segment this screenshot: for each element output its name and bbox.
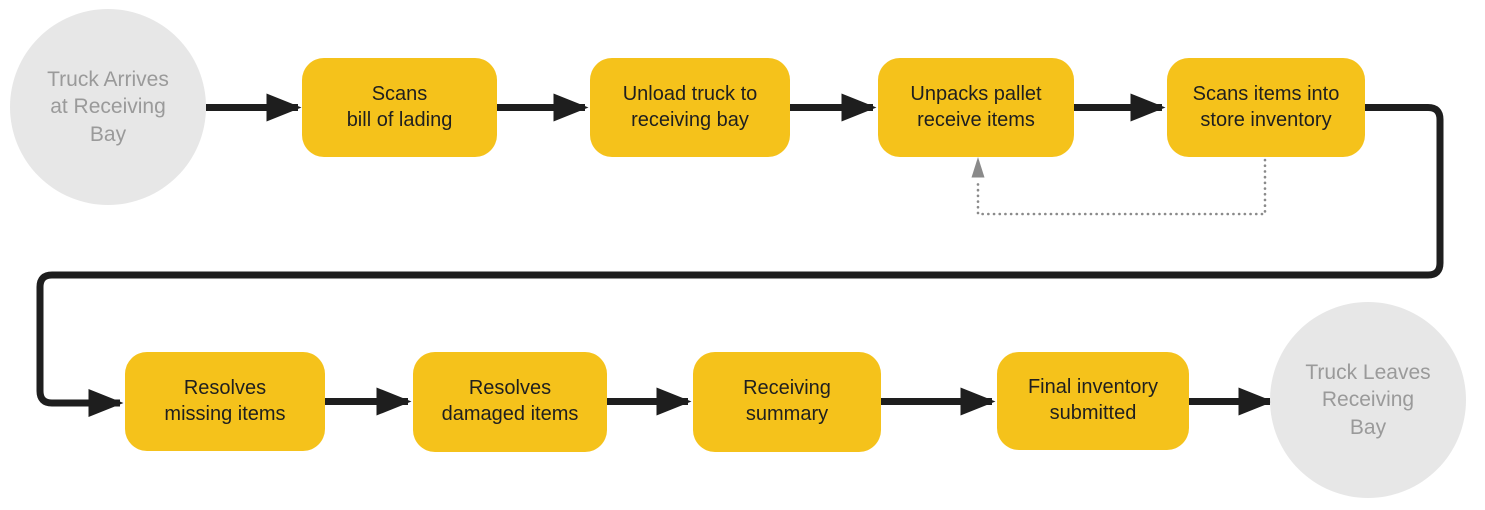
node-truck-arrives: Truck Arrives at Receiving Bay (10, 9, 206, 205)
step-scans-items-inventory: Scans items into store inventory (1167, 58, 1365, 157)
step-resolves-missing-items: Resolves missing items (125, 352, 325, 451)
feedback-arrowhead-icon (971, 157, 985, 178)
step-final-inventory-submitted: Final inventory submitted (997, 352, 1189, 450)
step-unload-truck: Unload truck to receiving bay (590, 58, 790, 157)
connector-row1-to-row2 (36, 104, 1444, 417)
feedback-loop-dotted-line (976, 158, 1267, 216)
node-truck-leaves: Truck Leaves Receiving Bay (1270, 302, 1466, 498)
step-receiving-summary: Receiving summary (693, 352, 881, 452)
step-scans-bill-of-lading: Scans bill of lading (302, 58, 497, 157)
step-resolves-damaged-items: Resolves damaged items (413, 352, 607, 452)
step-unpacks-pallet: Unpacks pallet receive items (878, 58, 1074, 157)
